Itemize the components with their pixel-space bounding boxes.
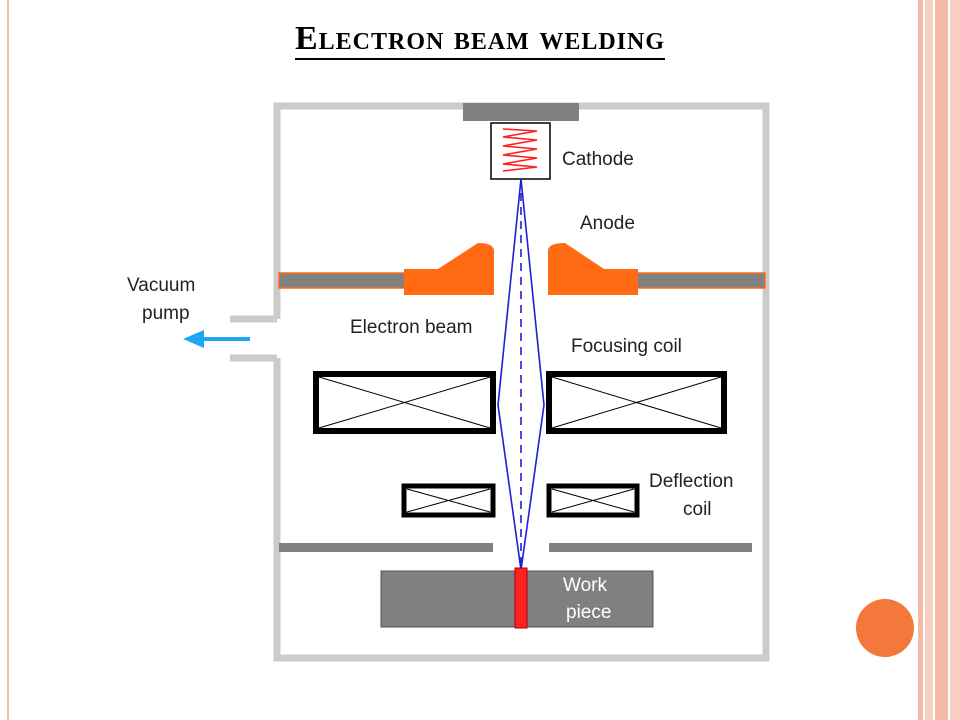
cathode-holder [463,103,579,121]
label-work-piece-line2: piece [566,602,611,623]
slide-title: Electron beam welding [0,20,960,60]
label-anode: Anode [580,213,635,234]
right-border-stripe-3 [935,0,948,720]
left-border-line [7,0,9,720]
weld-seam [514,567,528,629]
label-work-piece-line1: Work [563,575,607,596]
right-border-stripe-1 [918,0,923,720]
anode-left [278,243,494,295]
focusing-coil-right [546,371,727,434]
label-cathode: Cathode [562,149,634,170]
label-deflection-coil-line2: coil [683,499,712,520]
label-vacuum-pump-line2: pump [142,303,190,324]
cathode-filament [502,128,538,172]
partition-left [279,543,493,552]
electron-beam [497,178,545,571]
label-electron-beam: Electron beam [350,317,473,338]
partition-right [549,543,752,552]
anode-right [548,243,766,295]
vacuum-chamber [273,102,770,662]
deflection-coil-left [401,483,496,518]
focusing-coil-left [313,371,496,434]
vacuum-pump-outlet [230,315,277,362]
cathode-box [490,122,551,180]
label-deflection-coil-line1: Deflection [649,471,734,492]
work-piece-left [380,570,516,628]
vacuum-pump-arrow [183,330,250,348]
label-focusing-coil: Focusing coil [571,336,682,357]
orange-bullet-circle [856,599,914,657]
deflection-coil-right [546,483,640,518]
right-border-stripe-2 [925,0,933,720]
right-border-stripe-4 [950,0,960,720]
work-piece-right [526,570,654,628]
label-vacuum-pump-line1: Vacuum [127,275,195,296]
